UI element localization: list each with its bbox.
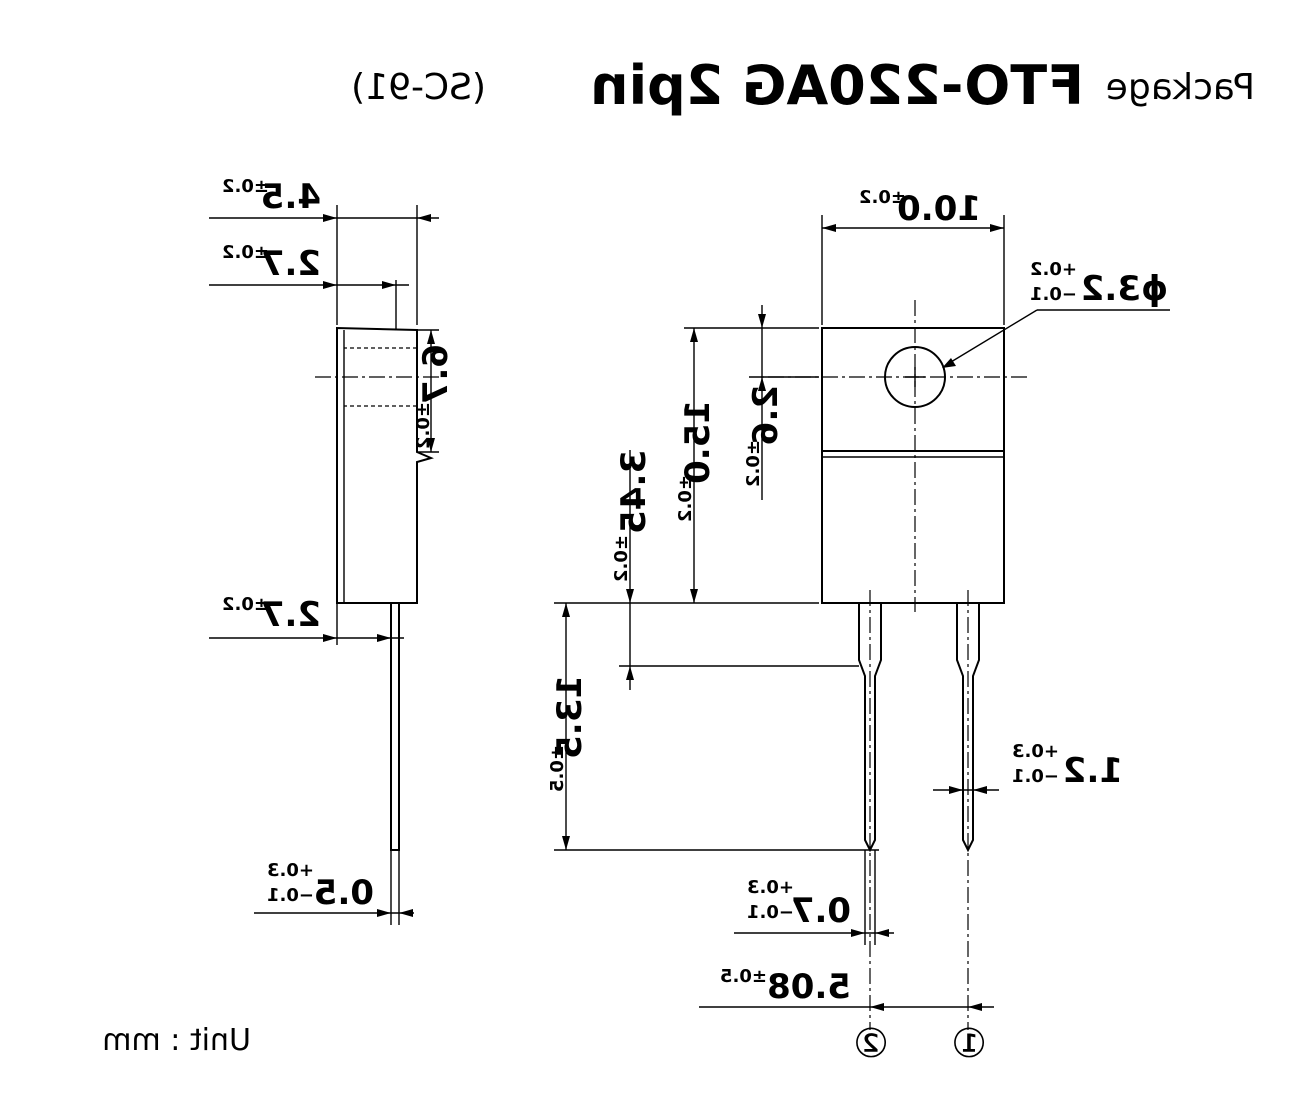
package-body: [821, 327, 1005, 604]
dim-pitch-tol: ±0.5: [720, 966, 767, 987]
arrow-lead-thickness-right: [377, 909, 391, 917]
front-dimensions: 10.0 ±0.2 ϕ3.2 +0.2 −0.1 15.0 ±0.2 2.6 ±…: [547, 187, 1170, 1067]
dim-lead-thickness-tol-minus: −0.1: [267, 885, 314, 906]
dim-lead-length-tol: ±0.5: [547, 745, 568, 792]
dim-lead-width-wide-tol-minus: −0.1: [1012, 766, 1059, 787]
leader-hole-diag: [945, 309, 1038, 366]
arrow-body-width-right: [822, 224, 836, 232]
title-prefix: Package: [1106, 67, 1255, 108]
arrow-lead-width-left: [875, 929, 889, 937]
dim-lead-width-tol-minus: −0.1: [747, 902, 794, 923]
dim-body-width-value: 10.0: [897, 189, 981, 229]
front-view: [759, 300, 1027, 1030]
arrow-lead-length-bottom: [562, 836, 570, 850]
dim-pitch-value: 5.08: [767, 967, 851, 1007]
lead-1-outline: [956, 603, 980, 853]
arrow-lead-width-wide-right: [949, 786, 963, 794]
arrow-pitch-left: [968, 1003, 982, 1011]
dim-hole-tol-minus: −0.1: [1030, 284, 1077, 305]
arrow-side-tab-left: [382, 281, 396, 289]
arrow-side-hole-top: [427, 330, 435, 344]
dim-lead-width-wide-tol-plus: +0.3: [1012, 741, 1059, 762]
arrow-lead-shoulder-bottom: [626, 666, 634, 680]
arrow-hole-leader: [942, 358, 956, 368]
dim-side-tab-tol: ±0.2: [222, 242, 269, 263]
side-body: [336, 326, 434, 604]
dim-hole-tol-plus: +0.2: [1030, 259, 1077, 280]
title-name: FTO-220AG 2pin: [590, 54, 1084, 117]
arrow-side-width-right: [323, 214, 337, 222]
arrow-lead-width-wide-left: [973, 786, 987, 794]
dim-side-bottom-tol: ±0.2: [222, 594, 269, 615]
pin-label-1: ①: [951, 1021, 987, 1067]
dim-lead-width-value: 0.7: [791, 891, 851, 931]
arrow-lead-shoulder-top: [626, 589, 634, 603]
dim-lead-shoulder-value: 3.45: [614, 450, 654, 534]
arrow-pitch-right: [870, 1003, 884, 1011]
arrow-hole-center-top: [758, 314, 766, 328]
dim-lead-thickness-tol-plus: +0.3: [267, 860, 314, 881]
arrow-side-bottom-right: [323, 634, 337, 642]
side-view: [314, 326, 439, 851]
package-title: Package FTO-220AG 2pin (SC-91): [351, 54, 1255, 117]
dim-side-hole-value: 6.7: [416, 344, 456, 404]
lead-2: [858, 590, 882, 1030]
unit-label: Unit : mm: [102, 1023, 251, 1058]
dim-body-width-tol: ±0.2: [859, 187, 906, 208]
dim-lead-width-wide-value: 1.2: [1063, 751, 1123, 791]
arrow-lead-thickness-left: [399, 909, 413, 917]
dim-lead-length-value: 13.5: [550, 675, 590, 759]
pin-label-2: ②: [853, 1021, 889, 1067]
side-dimensions: 4.5 ±0.2 2.7 ±0.2 2.7 ±0.2 6.7 ±0.2: [209, 176, 456, 925]
dim-lead-thickness-value: 0.5: [314, 873, 374, 913]
dim-body-height-tol: ±0.2: [675, 475, 696, 522]
title-suffix: (SC-91): [351, 67, 486, 108]
arrow-lead-width-right: [851, 929, 865, 937]
dim-lead-shoulder-tol: ±0.2: [611, 535, 632, 582]
arrow-body-width-left: [990, 224, 1004, 232]
lead-1: [956, 590, 980, 1030]
dim-side-bottom-value: 2.7: [261, 595, 321, 635]
dim-body-height-value: 15.0: [678, 400, 718, 484]
dim-side-width-tol: ±0.2: [222, 176, 269, 197]
dim-side-width-value: 4.5: [261, 177, 321, 217]
arrow-body-height-bottom: [690, 589, 698, 603]
dim-hole-center-value: 2.6: [746, 385, 786, 445]
dim-side-tab-value: 2.7: [261, 244, 321, 284]
arrow-side-bottom-left: [377, 634, 391, 642]
arrow-side-hole-bottom: [427, 438, 435, 452]
dim-hole-value: ϕ3.2: [1081, 269, 1168, 309]
dim-lead-width-tol-plus: +0.3: [747, 877, 794, 898]
dim-hole-center-tol: ±0.2: [743, 440, 764, 487]
arrow-side-tab-right: [323, 281, 337, 289]
arrow-side-width-left: [417, 214, 431, 222]
arrow-hole-center-bottom: [758, 377, 766, 391]
dim-side-hole-tol: ±0.2: [413, 402, 434, 449]
side-lead: [390, 602, 400, 851]
arrow-body-height-top: [690, 328, 698, 342]
arrow-lead-length-top: [562, 603, 570, 617]
